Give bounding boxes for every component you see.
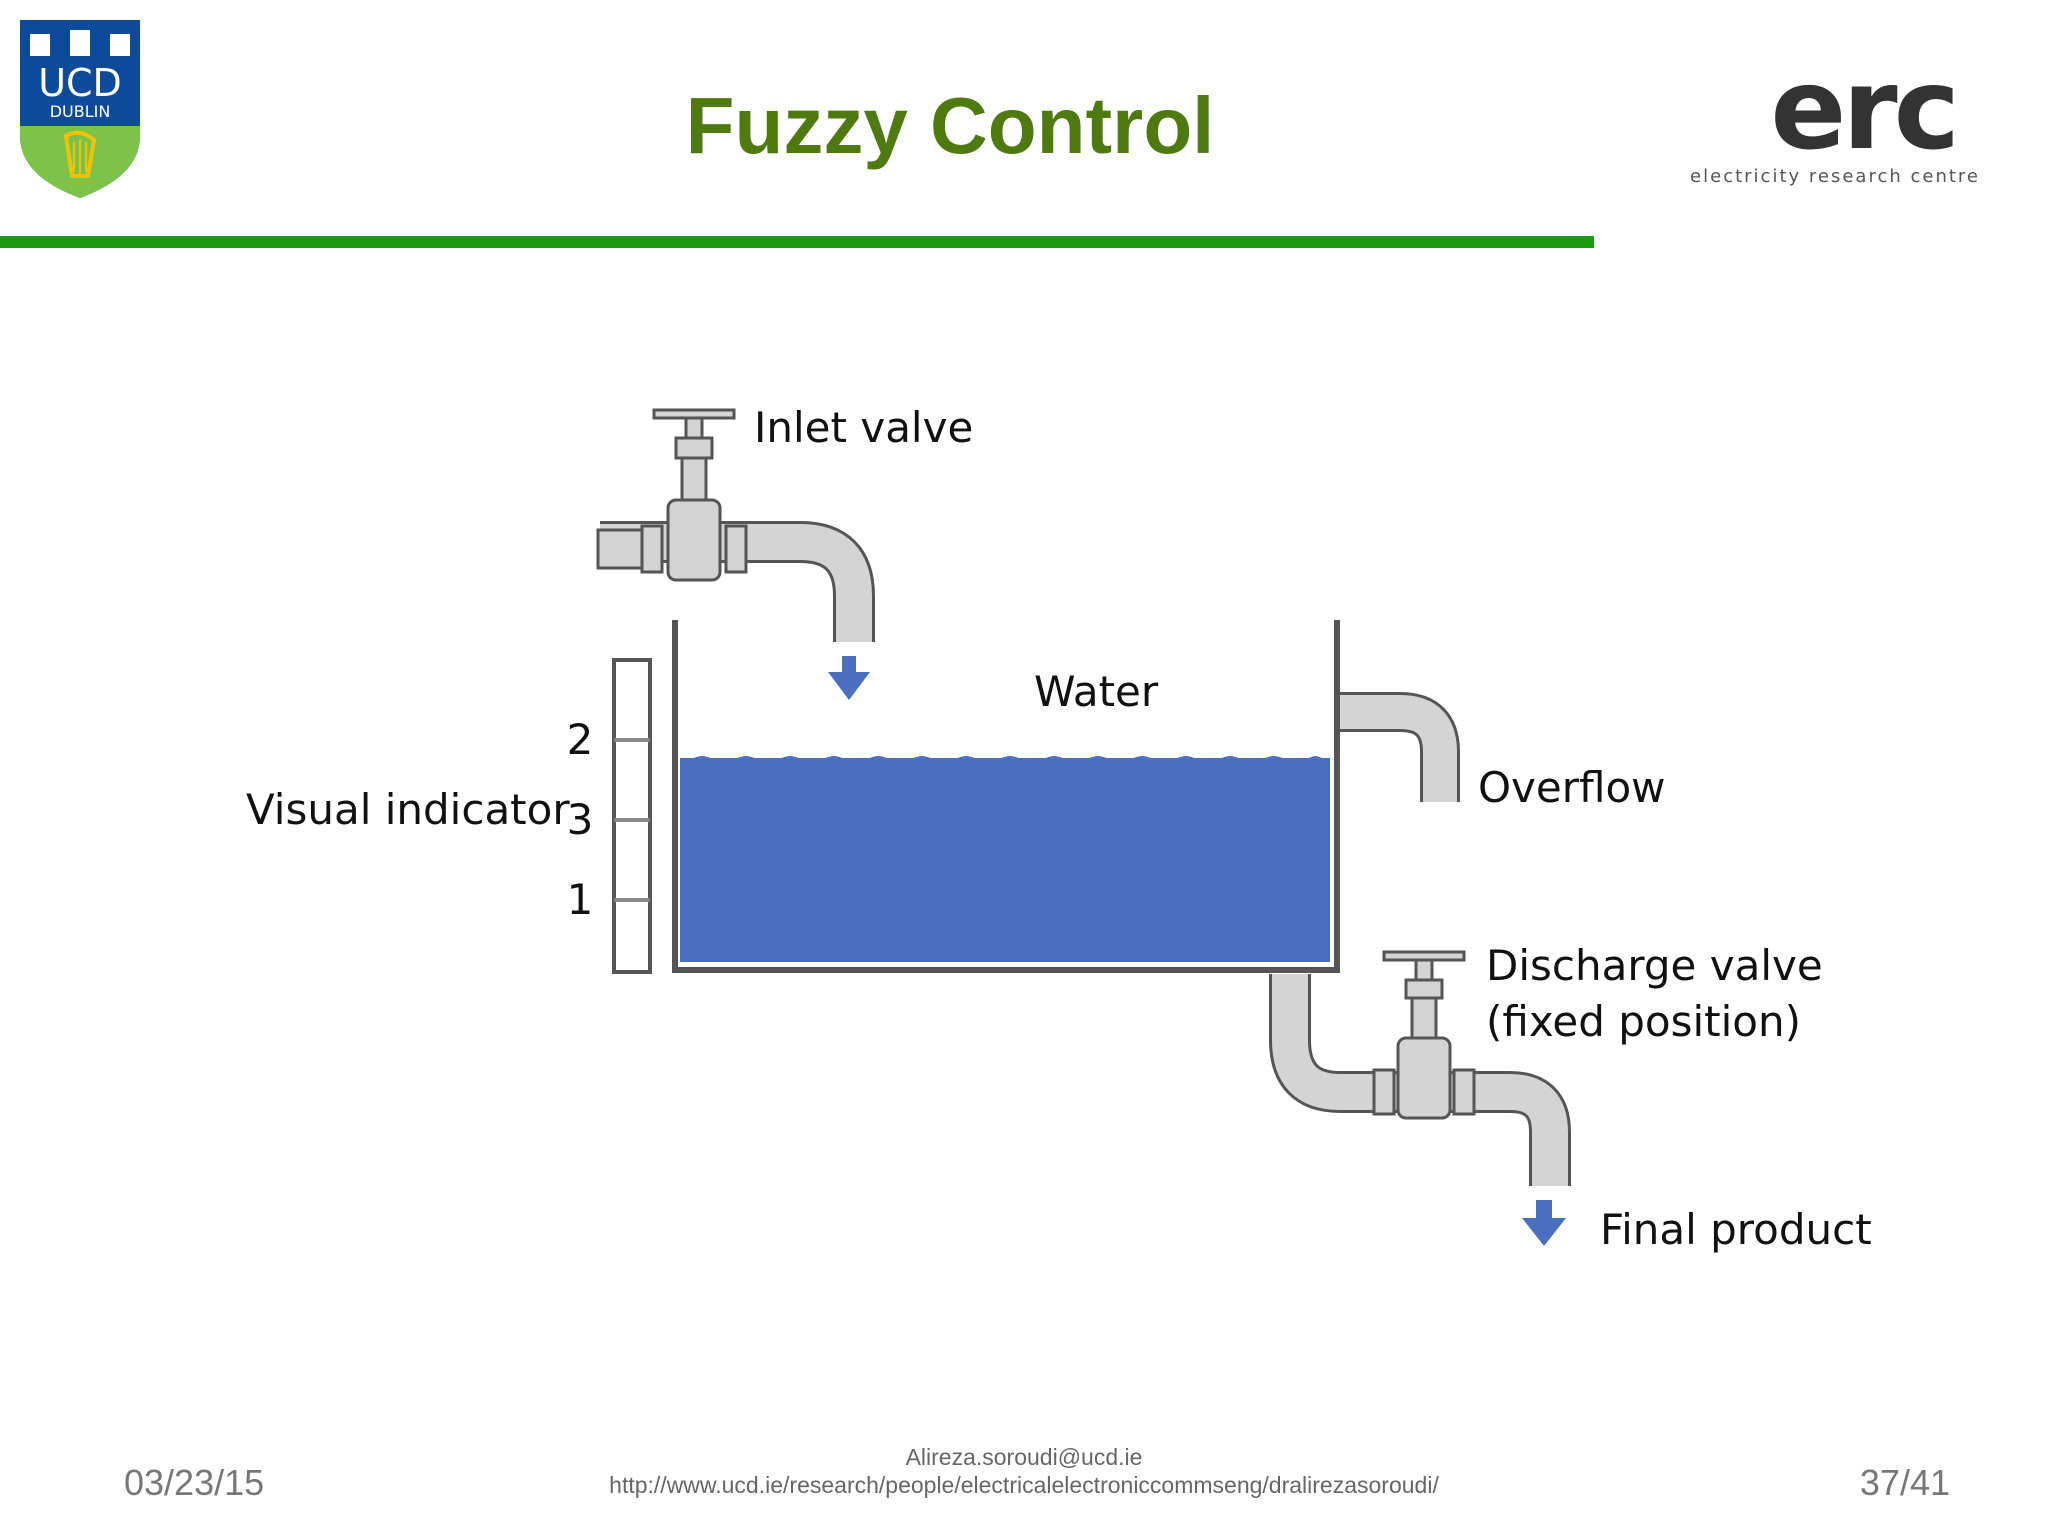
visual-indicator-label: Visual indicator	[246, 785, 570, 834]
overflow-pipe	[1340, 692, 1460, 802]
erc-logo: erc electricity research centre	[1690, 45, 1980, 187]
footer-date: 03/23/15	[124, 1462, 265, 1503]
erc-logo-mark: erc	[1770, 45, 1960, 175]
ucd-logo-text: UCD	[38, 61, 122, 105]
inflow-arrow-icon	[828, 656, 870, 700]
slide-title: Fuzzy Control	[685, 81, 1215, 170]
visual-indicator	[612, 658, 652, 974]
indicator-mark-2: 2	[567, 715, 594, 764]
ucd-logo: UCD DUBLIN	[20, 20, 140, 198]
indicator-mark-3: 3	[567, 795, 594, 844]
inlet-valve-icon	[596, 408, 748, 582]
tank	[672, 620, 1340, 973]
final-product-label: Final product	[1600, 1205, 1872, 1254]
discharge-valve-label: Discharge valve	[1486, 941, 1823, 990]
footer-contact: Alireza.soroudi@ucd.ie http://www.ucd.ie…	[0, 1443, 2048, 1499]
discharge-valve-icon	[1372, 950, 1476, 1120]
outflow-arrow-icon	[1522, 1200, 1566, 1246]
discharge-valve-sublabel: (fixed position)	[1486, 997, 1801, 1046]
overflow-label: Overflow	[1478, 763, 1666, 812]
water-label: Water	[1034, 667, 1159, 716]
erc-logo-subtitle: electricity research centre	[1690, 166, 1980, 187]
water-body	[680, 758, 1330, 962]
title-divider	[0, 236, 1594, 248]
page-number: 37/41	[1859, 1462, 1950, 1503]
discharge-pipe	[1269, 974, 1571, 1186]
inlet-pipe	[600, 521, 875, 642]
footer-email: Alireza.soroudi@ucd.ie	[905, 1444, 1143, 1470]
inlet-valve-label: Inlet valve	[754, 403, 973, 452]
water-surface-waves	[680, 756, 1330, 780]
ucd-logo-subtext: DUBLIN	[50, 102, 111, 121]
footer-url: http://www.ucd.ie/research/people/electr…	[609, 1472, 1439, 1498]
indicator-mark-1: 1	[567, 875, 594, 924]
